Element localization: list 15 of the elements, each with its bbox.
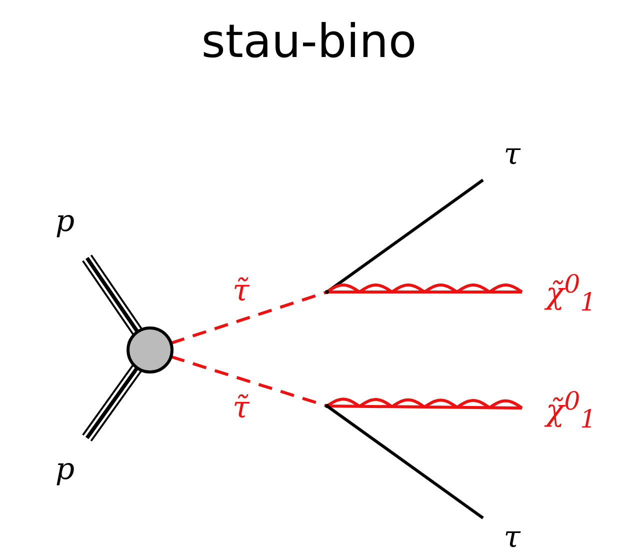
title: stau-bino: [200, 14, 418, 68]
particle-label: p: [55, 455, 75, 485]
vertex-point: [325, 290, 329, 294]
vertex-blob: [126, 326, 174, 374]
dashed-line: [170, 355, 328, 408]
particle-label: p: [55, 207, 75, 237]
particle-label: τ: [504, 523, 520, 553]
line: [326, 404, 484, 520]
particle-label: τ: [504, 140, 520, 170]
proton-line: [82, 364, 142, 442]
wavy-line: [326, 398, 524, 410]
proton-line: [82, 254, 143, 336]
dashed-line: [170, 290, 328, 345]
vertex-point: [325, 404, 329, 408]
wavy-line: [326, 284, 524, 294]
